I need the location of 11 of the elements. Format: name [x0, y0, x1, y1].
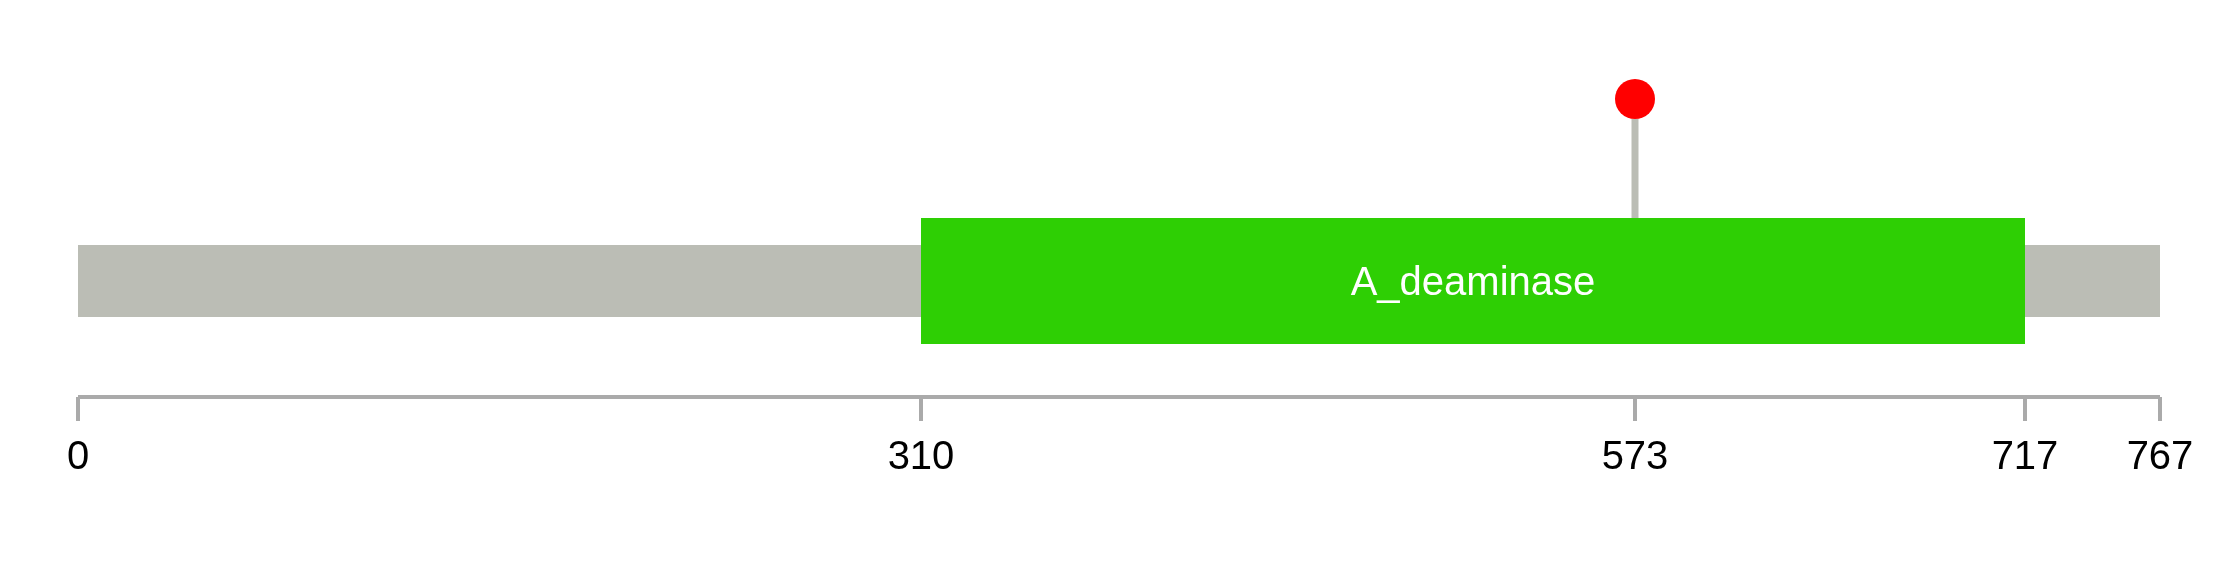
- mutation-marker: [1615, 79, 1655, 119]
- protein-backbone-bar: [2025, 245, 2160, 317]
- tick-label: 573: [1601, 433, 1669, 478]
- lollipop-stem: [1631, 119, 1639, 218]
- tick-label: 0: [66, 433, 90, 478]
- tick-label: 767: [2126, 433, 2194, 478]
- protein-backbone-bar: [78, 245, 921, 317]
- tick-label: 310: [887, 433, 955, 478]
- domain-bar: [921, 218, 2025, 344]
- tick-label: 717: [1991, 433, 2059, 478]
- domain-label: A_deaminase: [1350, 258, 1596, 304]
